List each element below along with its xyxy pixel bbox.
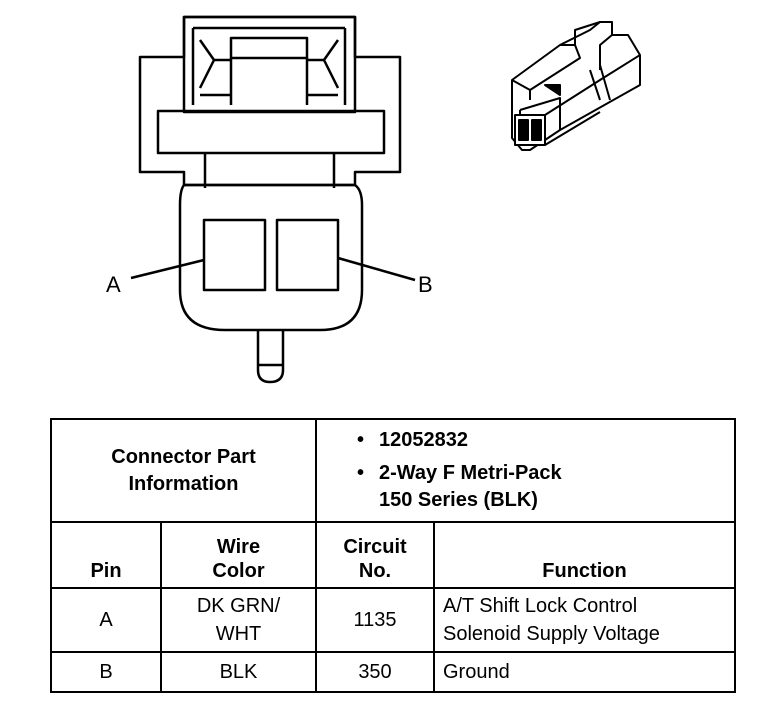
- header-wire-color: Wire Color: [160, 521, 317, 589]
- part-info-row: Connector Part Information • 12052832 • 2-…: [50, 418, 736, 523]
- header-circuit-line2: No.: [358, 560, 392, 582]
- bullet-icon: •: [357, 429, 365, 451]
- connector-backing-plate: [138, 15, 402, 187]
- connector-key-tab: [256, 330, 285, 384]
- pin-b-label: B: [418, 272, 433, 297]
- function-cell: A/T Shift Lock Control Solenoid Supply V…: [433, 587, 736, 653]
- function-cell: Ground: [433, 651, 736, 693]
- part-info-label: Connector Part Information: [50, 418, 317, 523]
- bullet-icon: •: [357, 462, 365, 484]
- header-function-text: Function: [542, 560, 627, 582]
- connector-body-band: [156, 109, 386, 155]
- header-wire-color-line1: Wire: [216, 536, 261, 558]
- pin-cell: A: [50, 587, 162, 653]
- pin-cell: B: [50, 651, 162, 693]
- header-pin: Pin: [50, 521, 162, 589]
- connector-desc-line2: 150 Series (BLK): [379, 489, 538, 511]
- wire-color-cell: BLK: [160, 651, 317, 693]
- connector-diagram: A B: [106, 15, 641, 384]
- connector-desc-line1: 2-Way F Metri-Pack: [379, 462, 562, 484]
- part-info-label-line2: Information: [128, 472, 239, 495]
- header-pin-text: Pin: [90, 560, 122, 582]
- circuit-cell: 350: [315, 651, 435, 693]
- wire-color-cell: DK GRN/ WHT: [160, 587, 317, 653]
- part-info-values: • 12052832 • 2-Way F Metri-Pack 150 Series…: [315, 418, 736, 523]
- header-circuit: Circuit No.: [315, 521, 435, 589]
- connector-latch-housing: [182, 15, 357, 114]
- connector-isometric-view: [511, 21, 641, 151]
- connector-face: [178, 183, 364, 332]
- header-circuit-line1: Circuit: [343, 536, 407, 558]
- table-row: A DK GRN/ WHT 1135 A/T Shift Lock Contro…: [50, 587, 736, 653]
- circuit-cell: 1135: [315, 587, 435, 653]
- header-function: Function: [433, 521, 736, 589]
- wire-color-line2: WHT: [215, 623, 262, 645]
- header-wire-color-line2: Color: [212, 560, 265, 582]
- part-info-label-line1: Connector Part: [111, 445, 256, 468]
- wire-color-line1: DK GRN/: [196, 595, 281, 617]
- pin-a-label: A: [106, 272, 121, 297]
- table-row: B BLK 350 Ground: [50, 651, 736, 693]
- header-row: Pin Wire Color Circuit No. Function: [50, 521, 736, 589]
- function-line2: Solenoid Supply Voltage: [443, 623, 660, 645]
- pin-a-cavity: [202, 218, 267, 292]
- part-number: 12052832: [379, 429, 468, 451]
- pin-b-cavity: [275, 218, 340, 292]
- function-line1: A/T Shift Lock Control: [443, 595, 638, 617]
- connector-pinout-table: Connector Part Information • 12052832 • 2-…: [50, 418, 736, 693]
